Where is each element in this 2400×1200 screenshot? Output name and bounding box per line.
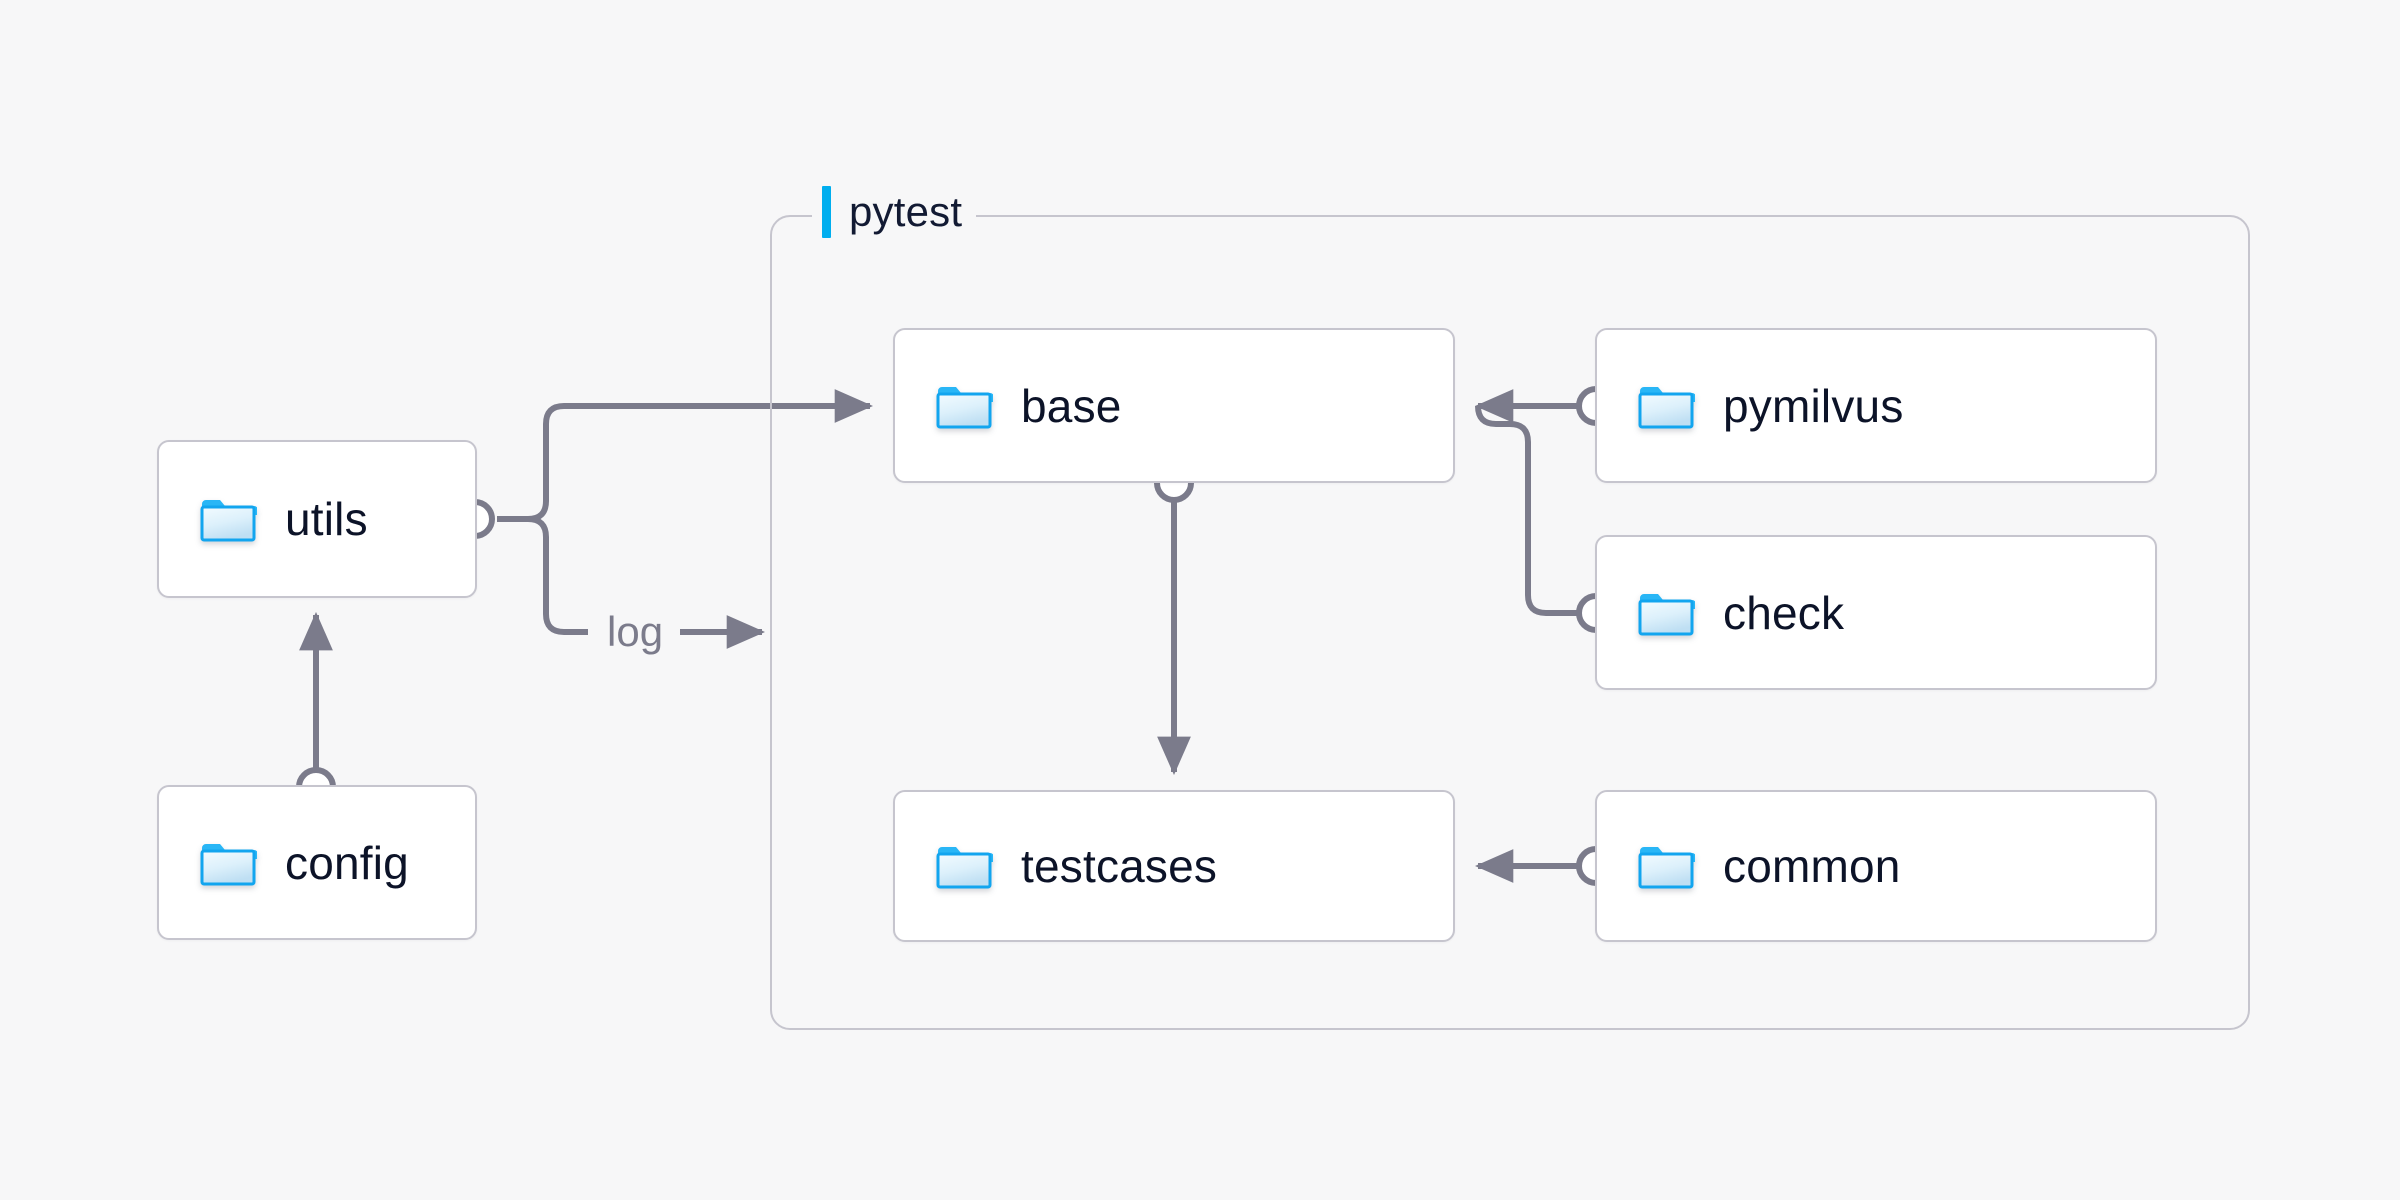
folder-icon [1637, 589, 1695, 637]
edge-label-log-text: log [607, 608, 664, 655]
node-label: utils [285, 493, 368, 545]
edge-utils-to-pytest [497, 516, 588, 635]
node-utils[interactable]: utils [157, 440, 477, 598]
group-label-pytest: pytest [812, 182, 977, 242]
group-title-text: pytest [849, 188, 963, 235]
folder-icon [935, 382, 993, 430]
node-label: testcases [1021, 840, 1218, 892]
node-label: common [1723, 840, 1901, 892]
node-label: pymilvus [1723, 379, 1904, 432]
folder-icon [1637, 382, 1695, 430]
group-container-pytest[interactable] [770, 215, 2250, 1030]
node-base[interactable]: base [893, 328, 1455, 483]
edge-label-log: log [607, 608, 663, 656]
node-testcases[interactable]: testcases [893, 790, 1455, 942]
node-config[interactable]: config [157, 785, 477, 940]
folder-icon [1637, 842, 1695, 890]
node-label: config [285, 836, 409, 889]
group-accent-bar [822, 186, 831, 238]
folder-icon [199, 495, 257, 543]
node-label: check [1723, 586, 1845, 639]
node-check[interactable]: check [1595, 535, 2157, 690]
folder-icon [199, 839, 257, 887]
node-common[interactable]: common [1595, 790, 2157, 942]
node-pymilvus[interactable]: pymilvus [1595, 328, 2157, 483]
node-label: base [1021, 379, 1122, 432]
folder-icon [935, 842, 993, 890]
